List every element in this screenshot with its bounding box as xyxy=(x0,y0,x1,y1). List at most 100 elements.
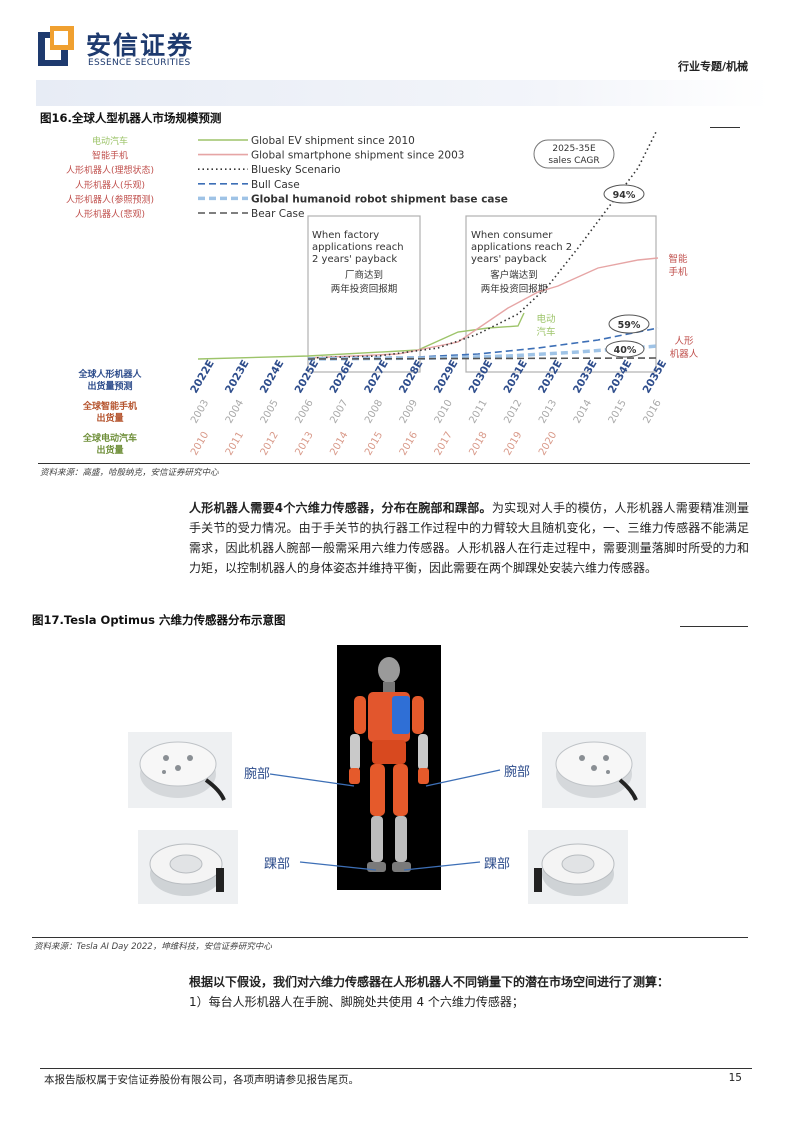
year-tick-label: 2029E xyxy=(432,358,461,396)
year-tick-label: 2011 xyxy=(224,430,246,458)
series-bear-line xyxy=(307,357,659,360)
legend-cn-label: 电动汽车 xyxy=(92,135,128,147)
year-tick-label: 2024E xyxy=(258,358,287,396)
pointer-ankle-right xyxy=(403,861,481,871)
year-tick-label: 2009 xyxy=(398,398,420,426)
series-ev-line xyxy=(197,312,525,360)
year-tick-label: 2034E xyxy=(606,358,635,396)
year-tick-label: 2008 xyxy=(363,398,385,426)
wrist-sensor-right-image xyxy=(542,732,646,808)
legend-cn-label: 人形机器人(乐观) xyxy=(75,179,145,191)
paragraph-body: 为实现对人手的模仿，人形机器人需要精准测量手关节的受力情况。由于手关节的执行器工… xyxy=(189,501,749,575)
year-tick-label: 2032E xyxy=(536,358,565,396)
payback-box-factory-en: 2 years' payback xyxy=(312,254,397,265)
paragraph-bold: 人形机器人需要4个六维力传感器，分布在腕部和踝部。 xyxy=(189,501,492,515)
pct-bull-badge xyxy=(608,314,650,334)
year-tick-label: 2011 xyxy=(467,398,489,426)
legend-cn-label: 人形机器人(参照预测) xyxy=(66,193,154,205)
label-humanoid-robot: 人形 xyxy=(674,335,694,347)
page-number: 15 xyxy=(728,1072,742,1084)
figure16-source: 资料来源：高盛，哈殷纳克，安信证券研究中心 xyxy=(40,468,219,478)
cagr-line1: 2025-35E xyxy=(552,144,596,154)
payback-box-consumer-en: applications reach 2 xyxy=(471,242,572,253)
year-tick-label: 2010 xyxy=(433,398,455,426)
year-tick-label: 2013 xyxy=(293,430,315,458)
figure17-source: 资料来源：Tesla AI Day 2022，坤维科技，安信证券研究中心 xyxy=(34,942,272,952)
year-tick-label: 2031E xyxy=(501,358,530,396)
payback-box-consumer-cn: 两年投资回报期 xyxy=(481,283,548,295)
paragraph-sensor-intro: 人形机器人需要4个六维力传感器，分布在腕部和踝部。为实现对人手的模仿，人形机器人… xyxy=(189,498,749,578)
series-smartphone-line xyxy=(307,257,659,359)
payback-box-factory-en: applications reach xyxy=(312,242,404,253)
axis-row-label: 全球人形机器人 xyxy=(77,368,142,380)
year-tick-label: 2004 xyxy=(224,398,246,426)
robot-icon xyxy=(349,657,429,872)
label-ev: 汽车 xyxy=(536,326,555,338)
footer-disclaimer: 本报告版权属于安信证券股份有限公司，各项声明请参见报告尾页。 xyxy=(44,1074,359,1086)
payback-box-factory-en: When factory xyxy=(312,230,379,241)
legend-cn-label: 智能手机 xyxy=(92,150,128,162)
year-tick-label: 2035E xyxy=(641,358,670,396)
pct-bluesky-badge xyxy=(603,184,645,204)
label-wrist-left: 腕部 xyxy=(244,766,270,782)
axis-row-label: 全球电动汽车 xyxy=(82,432,137,444)
header-band xyxy=(36,80,770,106)
series-bluesky-line xyxy=(307,131,657,359)
label-ankle-right: 踝部 xyxy=(484,857,510,872)
legend-en-label: Bluesky Scenario xyxy=(251,164,341,176)
year-tick-label: 2018 xyxy=(467,430,489,458)
year-tick-label: 2025E xyxy=(293,358,322,396)
paragraph-assumptions: 根据以下假设，我们对六维力传感器在人形机器人不同销量下的潜在市场空间进行了测算：… xyxy=(189,972,749,1012)
label-humanoid-robot: 机器人 xyxy=(670,348,699,360)
label-ev: 电动 xyxy=(536,313,555,325)
year-tick-label: 2028E xyxy=(397,358,426,396)
year-tick-label: 2022E xyxy=(188,358,217,396)
year-tick-label: 2015 xyxy=(607,398,629,426)
payback-box-consumer xyxy=(465,215,657,373)
series-base-line xyxy=(307,344,659,361)
legend-en-label: Global EV shipment since 2010 xyxy=(251,135,415,147)
axis-row-label: 出货量 xyxy=(96,444,123,456)
ankle-sensor-left-image xyxy=(138,830,238,904)
pct-base-badge xyxy=(605,340,645,358)
pointer-ankle-left xyxy=(299,861,377,871)
assumption-item-1: 1）每台人形机器人在手腕、脚腕处共使用 4 个六维力传感器； xyxy=(189,995,524,1009)
payback-box-consumer-en: years' payback xyxy=(471,254,547,265)
paragraph2-bold: 根据以下假设，我们对六维力传感器在人形机器人不同销量下的潜在市场空间进行了测算： xyxy=(189,975,670,989)
year-tick-label: 2006 xyxy=(293,398,315,426)
pointer-wrist-left xyxy=(269,773,355,787)
year-tick-label: 2030E xyxy=(467,358,496,396)
legend-cn-label: 人形机器人(理想状态) xyxy=(66,164,154,176)
brand-name-en: ESSENCE SECURITIES xyxy=(88,58,191,68)
figure16-title: 图16.全球人型机器人市场规模预测 xyxy=(40,111,222,125)
legend-en-label: Bear Case xyxy=(251,208,304,220)
legend-cn-label: 人形机器人(悲观) xyxy=(75,208,145,220)
brand-logo-icon xyxy=(38,26,74,66)
cagr-line2: sales CAGR xyxy=(548,156,599,166)
year-tick-label: 2013 xyxy=(537,398,559,426)
axis-row-label: 出货量 xyxy=(96,412,123,424)
year-tick-label: 2016 xyxy=(641,398,663,426)
pct-bluesky: 94% xyxy=(613,190,636,201)
axis-row-label: 出货量预测 xyxy=(87,380,132,392)
payback-box-factory-cn: 两年投资回报期 xyxy=(331,283,398,295)
figure16-bottom-rule xyxy=(38,463,750,464)
year-tick-label: 2015 xyxy=(363,430,385,458)
brand-name-cn: 安信证券 xyxy=(86,31,195,60)
year-tick-label: 2019 xyxy=(502,430,524,458)
cagr-box xyxy=(533,139,615,169)
legend-en-label: Global humanoid robot shipment base case xyxy=(251,193,508,205)
legend-en-label: Bull Case xyxy=(251,179,300,191)
year-tick-label: 2014 xyxy=(572,398,594,426)
payback-box-consumer-en: When consumer xyxy=(471,230,553,241)
year-tick-label: 2026E xyxy=(327,358,356,396)
year-tick-label: 2005 xyxy=(259,398,281,426)
payback-box-factory xyxy=(307,215,421,373)
year-tick-label: 2007 xyxy=(328,398,350,426)
title-rule-17 xyxy=(680,626,748,627)
year-tick-label: 2010 xyxy=(189,430,211,458)
payback-box-factory-cn: 厂商达到 xyxy=(345,269,383,281)
label-ankle-left: 踝部 xyxy=(264,857,290,872)
year-tick-label: 2027E xyxy=(362,358,391,396)
footer-rule xyxy=(40,1068,752,1069)
